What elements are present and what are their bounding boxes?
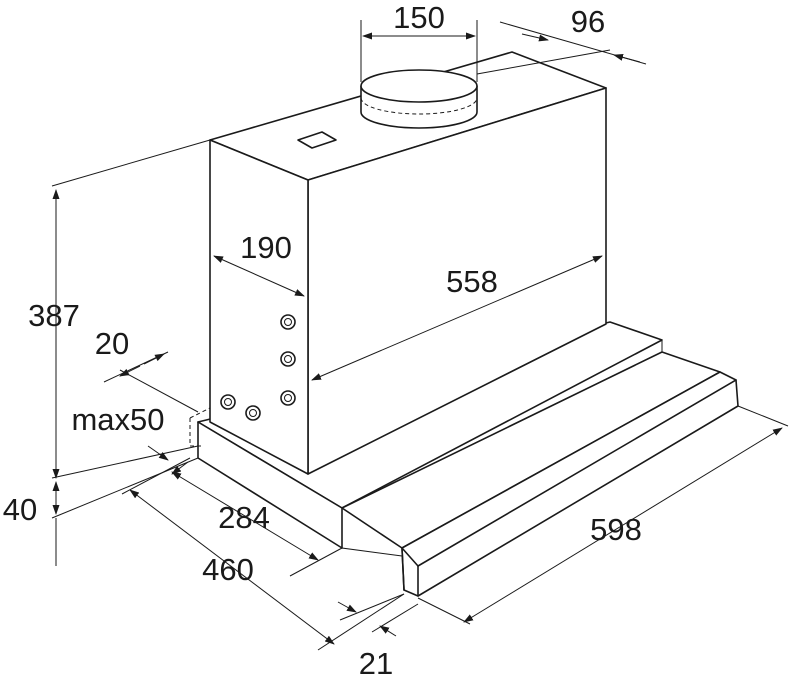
dimension-labels: 150 96 190 558 387 20 max50 40 284 460 2… <box>3 0 642 679</box>
duct-collar <box>360 69 478 129</box>
label-overall-depth: 460 <box>202 552 254 587</box>
label-duct-diameter: 150 <box>393 0 445 35</box>
top-vent-square <box>297 131 337 149</box>
label-front-lip: 20 <box>95 326 129 361</box>
label-base-height: 40 <box>3 492 37 527</box>
knob-icon <box>245 405 261 421</box>
label-body-depth: 190 <box>240 230 292 265</box>
label-body-width: 558 <box>446 264 498 299</box>
label-overall-width: 598 <box>590 512 642 547</box>
label-max-gap: max50 <box>71 402 164 437</box>
label-panel-thickness: 21 <box>359 646 393 679</box>
knob-icon <box>280 351 296 367</box>
dimension-lines <box>51 20 789 651</box>
knob-icon <box>280 314 296 330</box>
knob-icon <box>220 394 236 410</box>
label-duct-offset: 96 <box>571 4 605 39</box>
knob-icon <box>280 390 296 406</box>
control-knobs <box>220 314 296 421</box>
label-body-height: 387 <box>28 298 80 333</box>
label-base-depth: 284 <box>218 500 270 535</box>
